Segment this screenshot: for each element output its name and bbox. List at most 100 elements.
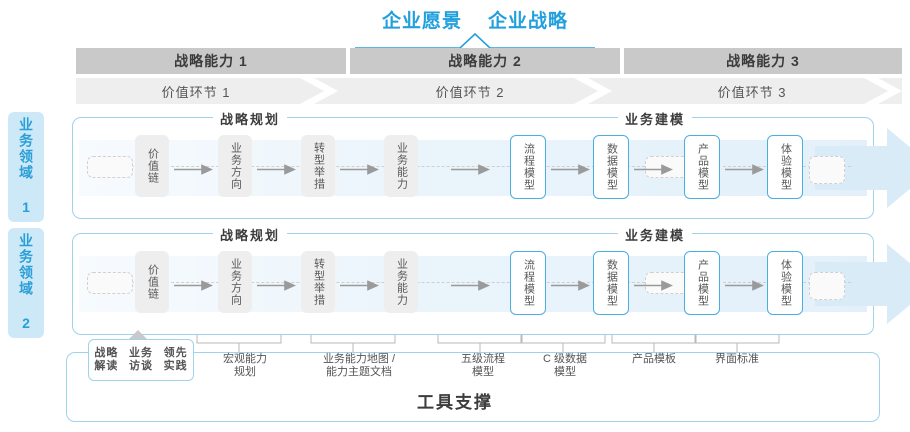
flow-box-planning-2-3[interactable]: 转型举措 — [301, 251, 335, 313]
lane-dashline-1a — [91, 166, 675, 167]
flow-box-planning-2-4[interactable]: 业务能力 — [384, 251, 418, 313]
tool-label-line: 宏观能力 — [223, 353, 267, 365]
tool-label-line: 模型 — [472, 366, 494, 378]
tool-label-line: C 级数据 — [543, 353, 587, 365]
flow-box-modeling-2-1[interactable]: 流程模型 — [510, 251, 546, 315]
tool-label-5: 产品模板 — [609, 353, 699, 366]
tool-label-1: 宏观能力 规划 — [200, 353, 290, 379]
step-arrow-icon — [725, 164, 764, 175]
flow-box-label: 产品模型 — [696, 143, 709, 191]
flow-box-planning-2-1[interactable]: 价值链 — [135, 251, 169, 313]
ghost-box-end-1 — [809, 156, 845, 184]
tool-entry-line-3: 领先实践 — [163, 347, 188, 372]
step-arrow-icon — [340, 280, 379, 291]
capability-label-2: 战略能力 2 — [448, 53, 522, 69]
modeling-title-1: 业务建模 — [625, 111, 686, 127]
tool-label-6: 界面标准 — [692, 353, 782, 366]
flow-box-planning-1-3[interactable]: 转型举措 — [301, 135, 335, 197]
flow-direction-arrow-icon-1 — [815, 128, 910, 208]
capability-cell-1[interactable]: 战略能力 1 — [76, 48, 346, 74]
domain-chip-1[interactable]: 业务领域 1 — [8, 112, 44, 222]
section-caption-modeling-1: 业务建模 — [618, 109, 693, 127]
flow-box-label: 数据模型 — [605, 143, 618, 191]
capability-cell-2[interactable]: 战略能力 2 — [350, 48, 620, 74]
flow-direction-arrow-icon-2 — [815, 244, 910, 324]
value-chain-text-3: 价值环节 3 — [717, 84, 787, 100]
tool-label-3: 五级流程 模型 — [438, 353, 528, 379]
flow-box-label: 产品模型 — [696, 259, 709, 307]
step-arrow-icon — [174, 280, 213, 291]
tool-entry-line-2: 业务访谈 — [129, 347, 153, 372]
step-arrow-icon — [340, 164, 379, 175]
tool-label-line: 界面标准 — [715, 353, 759, 365]
tool-label-line: 能力主题文档 — [326, 366, 392, 378]
tool-label-line: 五级流程 — [461, 353, 505, 365]
step-arrow-icon — [725, 280, 764, 291]
value-chain-label-3[interactable]: 价值环节 3 — [632, 78, 872, 104]
flow-box-label: 体验模型 — [779, 259, 792, 307]
flow-box-modeling-1-2[interactable]: 数据模型 — [593, 135, 629, 199]
ghost-box-end-2 — [809, 272, 845, 300]
flow-box-modeling-2-4[interactable]: 体验模型 — [767, 251, 803, 315]
flow-box-label: 业务能力 — [395, 258, 408, 306]
flow-box-modeling-2-2[interactable]: 数据模型 — [593, 251, 629, 315]
flow-box-planning-1-2[interactable]: 业务方向 — [218, 135, 252, 197]
domain-lane-2: 战略规划 业务建模 价值链 业务方向 转型举措 业务能力 流程模型 数据模型 产… — [72, 225, 910, 335]
domain-label-1: 业务领域 1 — [18, 117, 34, 217]
flow-box-label: 流程模型 — [522, 259, 535, 307]
value-chain-text-1: 价值环节 1 — [161, 84, 231, 100]
domain-lane-1: 战略规划 业务建模 价值链 业务方向 转型举措 业务能力 流程模型 数据模型 产… — [72, 109, 910, 219]
step-arrow-icon — [551, 164, 590, 175]
planning-title-1: 战略规划 — [220, 111, 281, 127]
flow-box-label: 业务方向 — [229, 258, 242, 306]
step-arrow-icon — [451, 164, 490, 175]
section-caption-modeling-2: 业务建模 — [618, 225, 693, 243]
value-chain-label-1[interactable]: 价值环节 1 — [76, 78, 316, 104]
flow-box-modeling-1-1[interactable]: 流程模型 — [510, 135, 546, 199]
domain-chip-2[interactable]: 业务领域 2 — [8, 228, 44, 338]
capability-bar-row: 战略能力 1 战略能力 2 战略能力 3 — [76, 48, 902, 74]
tool-label-line: 业务能力地图 / — [322, 353, 396, 365]
flow-box-label: 流程模型 — [522, 143, 535, 191]
tool-label-line: 规划 — [234, 366, 256, 378]
lane-band-1 — [79, 140, 867, 196]
value-chain-chevrons-icon — [76, 78, 902, 104]
capability-cell-3[interactable]: 战略能力 3 — [624, 48, 902, 74]
flow-box-planning-1-1[interactable]: 价值链 — [135, 135, 169, 197]
tool-label-2: 业务能力地图 / 能力主题文档 — [300, 353, 418, 379]
flow-box-label: 业务能力 — [395, 142, 408, 190]
step-arrow-icon — [551, 280, 590, 291]
tool-entry-line-1: 战略解读 — [94, 347, 119, 372]
flow-box-label: 价值链 — [146, 264, 159, 300]
value-chain-row: 价值环节 1 价值环节 2 价值环节 3 — [76, 78, 902, 104]
bracket-connectors-icon — [196, 335, 780, 352]
modeling-title-2: 业务建模 — [625, 227, 686, 243]
flow-box-planning-1-4[interactable]: 业务能力 — [384, 135, 418, 197]
lane-band-2 — [79, 256, 867, 312]
flow-box-planning-2-2[interactable]: 业务方向 — [218, 251, 252, 313]
step-arrow-icon — [257, 280, 296, 291]
domain-label-2: 业务领域 2 — [18, 233, 34, 333]
tool-entry-box[interactable]: 战略解读 业务访谈 领先实践 — [88, 339, 194, 381]
flow-box-label: 价值链 — [146, 148, 159, 184]
vision-title: 企业愿景 — [381, 10, 462, 32]
step-arrow-icon — [634, 164, 673, 175]
planning-title-2: 战略规划 — [220, 227, 281, 243]
strategy-title: 企业战略 — [488, 10, 569, 32]
value-chain-label-2[interactable]: 价值环节 2 — [350, 78, 590, 104]
section-caption-planning-2: 战略规划 — [213, 225, 288, 243]
step-arrow-icon — [634, 280, 673, 291]
top-titles: 企业愿景 企业战略 — [340, 6, 610, 32]
tool-support-container — [66, 352, 880, 422]
flow-box-label: 业务方向 — [229, 142, 242, 190]
flow-box-modeling-1-4[interactable]: 体验模型 — [767, 135, 803, 199]
flow-box-modeling-2-3[interactable]: 产品模型 — [684, 251, 720, 315]
value-chain-text-2: 价值环节 2 — [435, 84, 505, 100]
tool-support-title: 工具支撑 — [417, 393, 493, 412]
flow-box-label: 转型举措 — [312, 258, 325, 306]
step-arrow-icon — [257, 164, 296, 175]
flow-box-label: 转型举措 — [312, 142, 325, 190]
flow-box-modeling-1-3[interactable]: 产品模型 — [684, 135, 720, 199]
capability-label-1: 战略能力 1 — [174, 53, 248, 69]
